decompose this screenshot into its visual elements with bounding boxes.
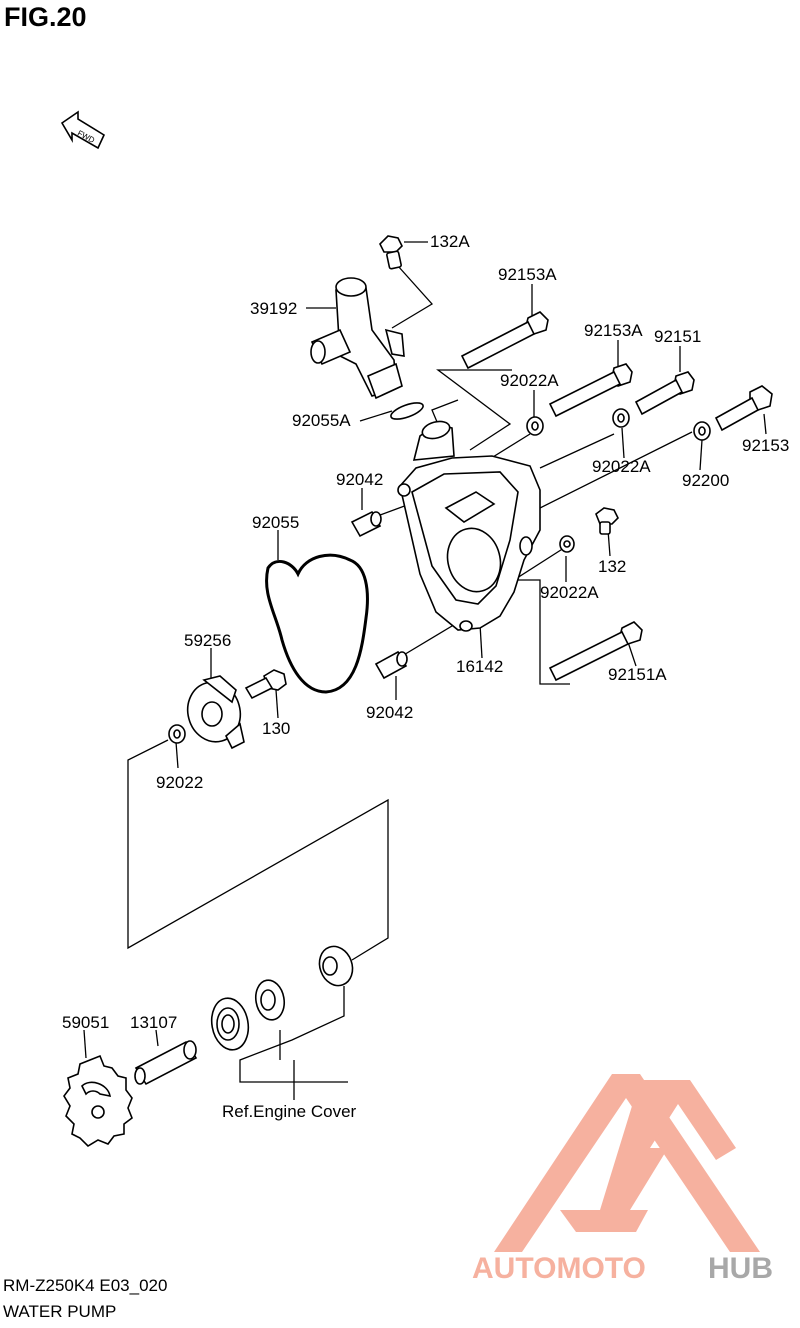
part-label-92022A-3: 92022A (540, 583, 599, 602)
part-label-92153A-2: 92153A (584, 321, 643, 340)
part-label-92022A-2: 92022A (592, 457, 651, 476)
part-label-92042: 92042 (336, 470, 383, 489)
part-label-16142: 16142 (456, 657, 503, 676)
model-code: RM-Z250K4 E03_020 (3, 1276, 168, 1295)
part-label-132A: 132A (430, 232, 470, 251)
bolt-92153-icon (714, 385, 773, 432)
shaft-13107-icon (134, 1040, 198, 1086)
part-label-39192: 39192 (250, 299, 297, 318)
dowel-pin-92042-icon (350, 510, 382, 538)
part-label-92042-2: 92042 (366, 703, 413, 722)
part-label-92055A: 92055A (292, 411, 351, 430)
gear-59051-icon (63, 1054, 133, 1148)
oil-seal-icon (318, 945, 354, 987)
washer-92022-icon (168, 724, 186, 744)
fwd-arrow-icon: FWD (60, 110, 106, 150)
bolt-92153A-icon (548, 363, 633, 418)
o-ring-92055A-icon (390, 402, 424, 420)
reference-label: Ref.Engine Cover (222, 1102, 357, 1121)
part-label-132: 132 (598, 557, 626, 576)
ball-bearing-icon (210, 997, 250, 1051)
washer-92022A-icon (612, 408, 630, 428)
part-label-92151A: 92151A (608, 665, 667, 684)
bolt-132-icon (595, 507, 619, 535)
pump-cover-16142-icon (397, 420, 541, 632)
watermark-text-2: HUB (708, 1252, 773, 1285)
bearing-icon (254, 979, 286, 1021)
section-title: WATER PUMP (3, 1302, 117, 1321)
part-label-59051: 59051 (62, 1013, 109, 1032)
bolt-92151A-icon (548, 621, 643, 682)
part-label-13107: 13107 (130, 1013, 177, 1032)
bolt-130-icon (244, 669, 287, 700)
part-label-92055: 92055 (252, 513, 299, 532)
part-label-92151: 92151 (654, 327, 701, 346)
gasket-92055-icon (265, 553, 369, 694)
part-label-92022A: 92022A (500, 371, 559, 390)
bolt-92153A-long-icon (460, 311, 549, 370)
part-label-92153A: 92153A (498, 265, 557, 284)
part-label-92022: 92022 (156, 773, 203, 792)
part-labels: 132A 39192 92153A 92153A 92151 92022A 92… (62, 232, 789, 1121)
washer-92200-icon (693, 421, 711, 441)
figure-title: FIG.20 (4, 2, 87, 32)
washer-92022A-icon (559, 535, 575, 553)
impeller-59256-icon (186, 675, 245, 750)
automotohub-logo: AUTOMOTO HUB (472, 1074, 773, 1285)
part-label-130: 130 (262, 719, 290, 738)
part-label-92153: 92153 (742, 436, 789, 455)
watermark-text-1: AUTOMOTO (472, 1252, 646, 1285)
hose-fitting-39192-icon (310, 277, 405, 400)
part-label-59256: 59256 (184, 631, 231, 650)
bolt-92151-icon (634, 371, 695, 416)
part-label-92200: 92200 (682, 471, 729, 490)
washer-92022A-icon (526, 416, 544, 436)
bolt-132A-icon (379, 235, 403, 270)
dowel-pin-92042-icon (374, 650, 408, 680)
